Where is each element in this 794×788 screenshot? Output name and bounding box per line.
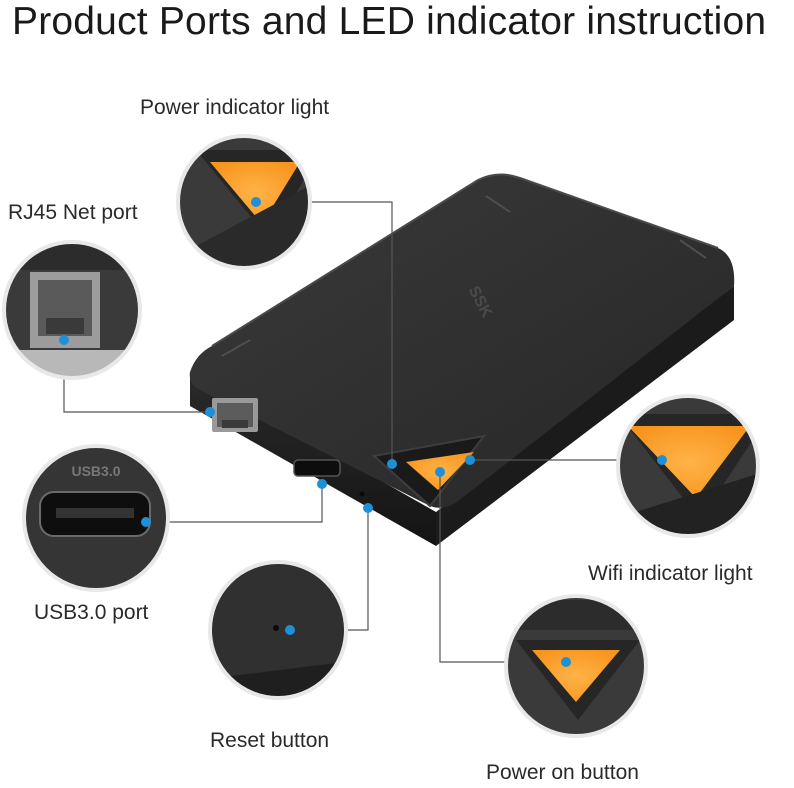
leader-usb bbox=[146, 484, 323, 523]
marker-usb-device bbox=[317, 479, 327, 489]
marker-reset-callout bbox=[285, 625, 295, 635]
device-reset-hole bbox=[359, 491, 365, 497]
marker-rj45-device bbox=[205, 407, 215, 417]
ssk-wifi-drive-device bbox=[189, 173, 735, 546]
marker-wifi-device bbox=[465, 455, 475, 465]
marker-power-on-device bbox=[435, 467, 445, 477]
label-reset-button: Reset button bbox=[210, 729, 330, 752]
label-usb-port: USB3.0 port bbox=[34, 601, 149, 624]
label-power-indicator: Power indicator light bbox=[140, 96, 330, 119]
callout-wifi-indicator bbox=[616, 394, 760, 538]
callout-power-on-button bbox=[504, 594, 648, 738]
label-rj45-port: RJ45 Net port bbox=[8, 201, 138, 224]
marker-rj45-callout bbox=[59, 335, 69, 345]
usb-port-marking: USB3.0 bbox=[71, 463, 120, 479]
callout-power-indicator bbox=[176, 134, 312, 270]
label-power-on-button: Power on button bbox=[486, 761, 639, 784]
marker-power-indicator bbox=[251, 197, 261, 207]
marker-dots bbox=[59, 197, 667, 667]
marker-wifi-callout bbox=[657, 455, 667, 465]
callout-rj45-port bbox=[2, 240, 142, 380]
marker-reset-device bbox=[363, 503, 373, 513]
label-wifi-indicator: Wifi indicator light bbox=[588, 562, 753, 585]
marker-power-on-callout bbox=[561, 657, 571, 667]
callout-usb-port: USB3.0 bbox=[22, 444, 170, 592]
callout-reset-button bbox=[208, 560, 348, 700]
marker-power-indicator-device bbox=[387, 459, 397, 469]
marker-usb-callout bbox=[141, 517, 151, 527]
device-usb-port bbox=[293, 459, 341, 477]
page-title: Product Ports and LED indicator instruct… bbox=[12, 0, 767, 43]
